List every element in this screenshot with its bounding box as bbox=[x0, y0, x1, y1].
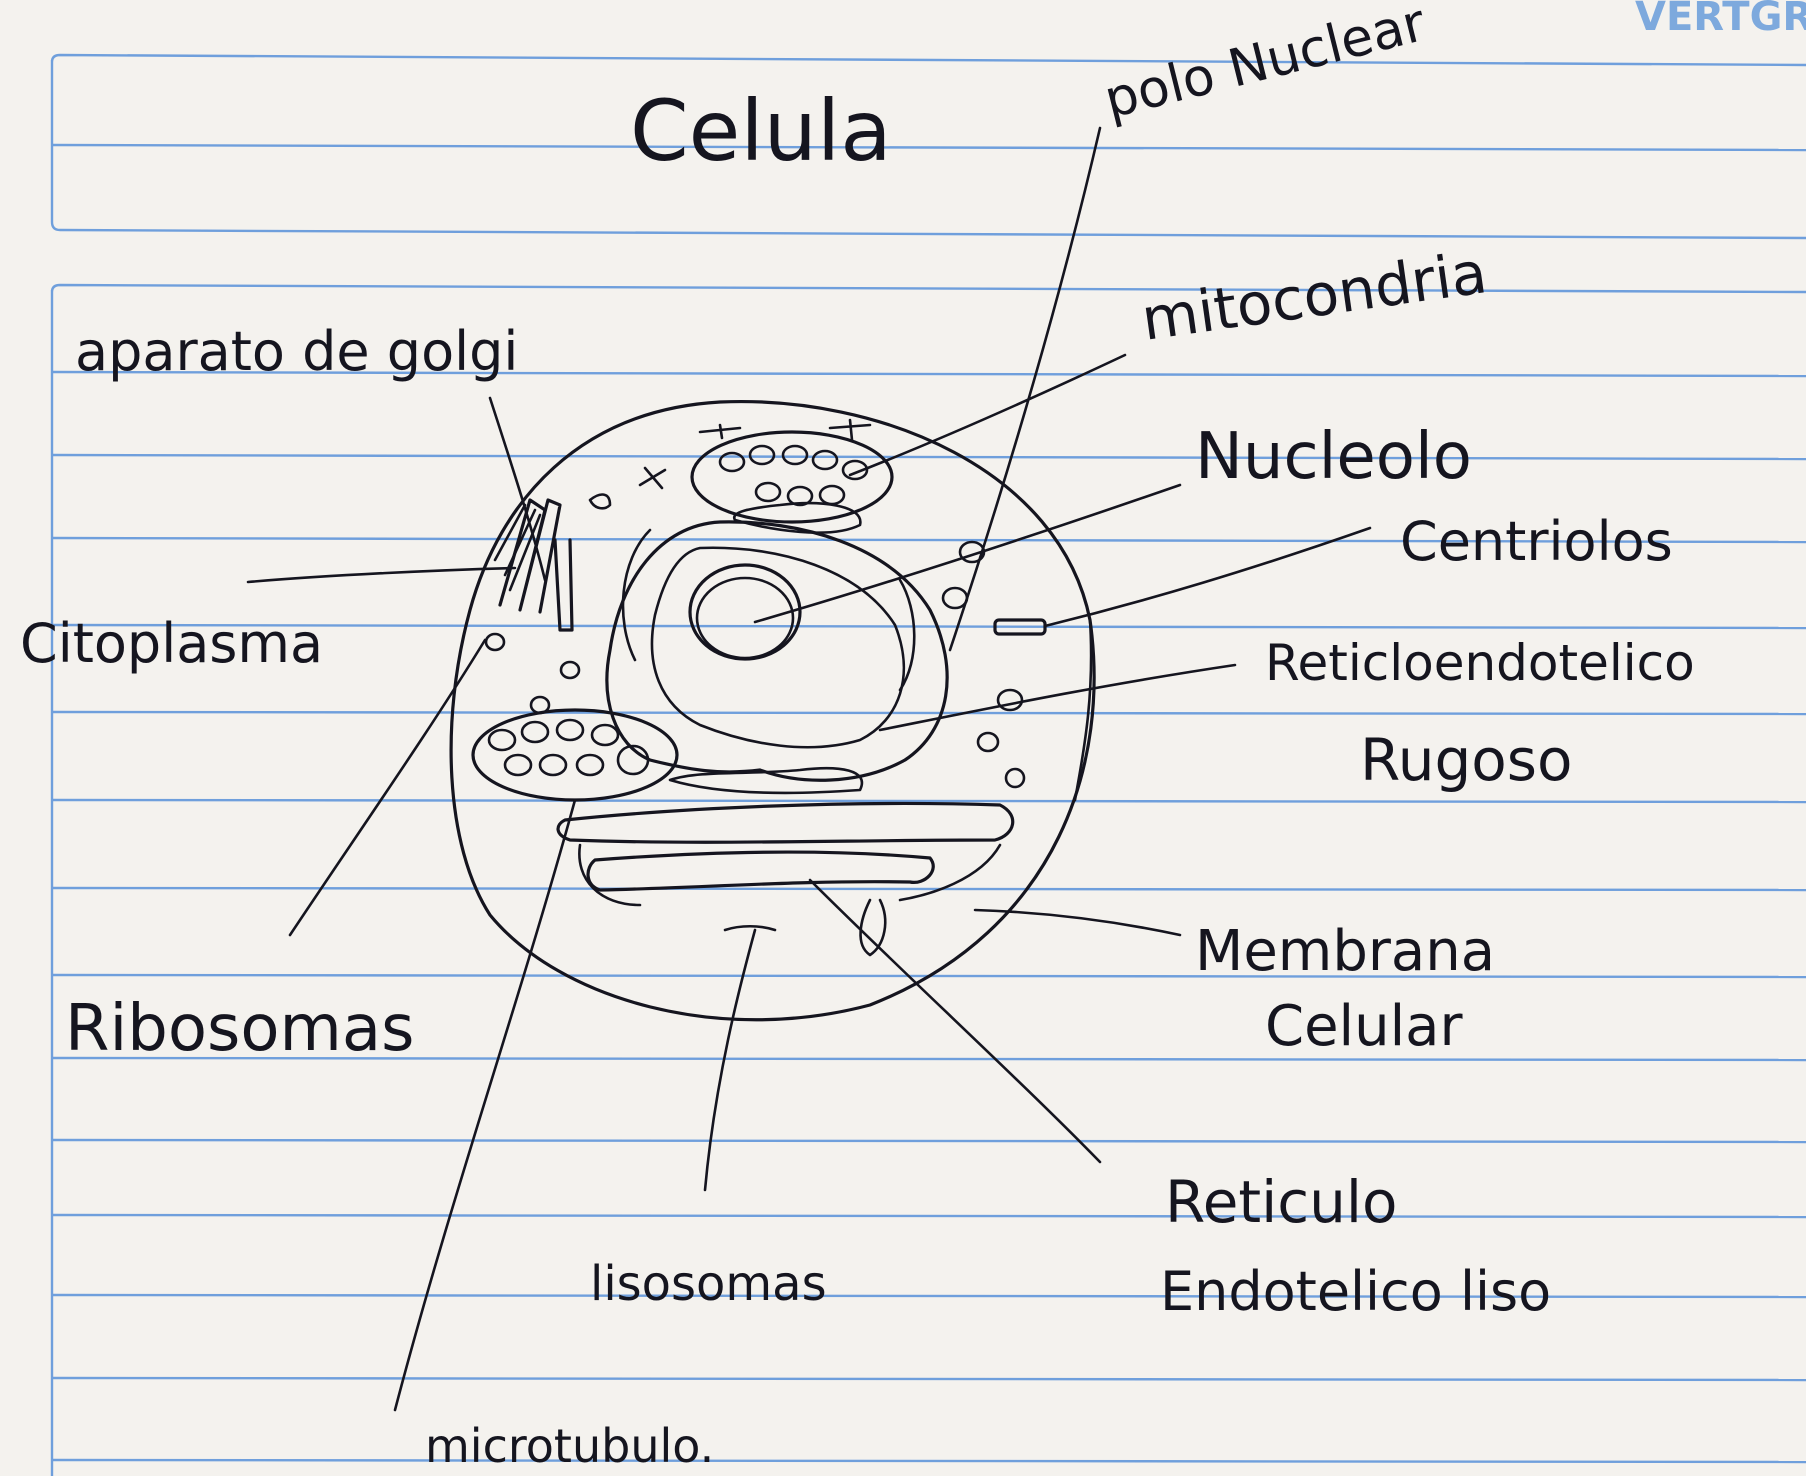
labels: polo Nuclear mitocondria aparato de golg… bbox=[20, 0, 1695, 1473]
brand-logo: VERTGR bbox=[1635, 0, 1806, 40]
label-microtubulo: microtubulo. bbox=[425, 1419, 714, 1473]
label-membrana-line1: Membrana bbox=[1195, 919, 1495, 984]
mitochondrion-bottom bbox=[473, 710, 677, 800]
label-reticulo-rugoso-line1: Reticloendotelico bbox=[1265, 634, 1695, 692]
page-title: Celula bbox=[630, 82, 892, 180]
label-citoplasma: Citoplasma bbox=[20, 612, 323, 675]
label-ribosomas: Ribosomas bbox=[65, 992, 414, 1066]
cell-diagram bbox=[451, 402, 1094, 1020]
label-centriolos: Centriolos bbox=[1400, 510, 1673, 573]
smooth-er bbox=[558, 803, 1013, 955]
label-reticulo-rugoso-line2: Rugoso bbox=[1360, 726, 1572, 794]
title-box bbox=[52, 55, 1806, 238]
label-polo-nuclear: polo Nuclear bbox=[1099, 0, 1432, 131]
golgi-apparatus bbox=[486, 468, 665, 713]
label-reticulo-liso-line1: Reticulo bbox=[1165, 1168, 1397, 1236]
label-lisosomas: lisosomas bbox=[590, 1256, 827, 1312]
label-reticulo-liso-line2: Endotelico liso bbox=[1160, 1260, 1551, 1323]
label-membrana-line2: Celular bbox=[1265, 994, 1463, 1059]
label-aparato-golgi: aparato de golgi bbox=[75, 320, 518, 383]
label-mitocondria: mitocondria bbox=[1137, 238, 1490, 354]
label-nucleolo: Nucleolo bbox=[1195, 420, 1472, 494]
